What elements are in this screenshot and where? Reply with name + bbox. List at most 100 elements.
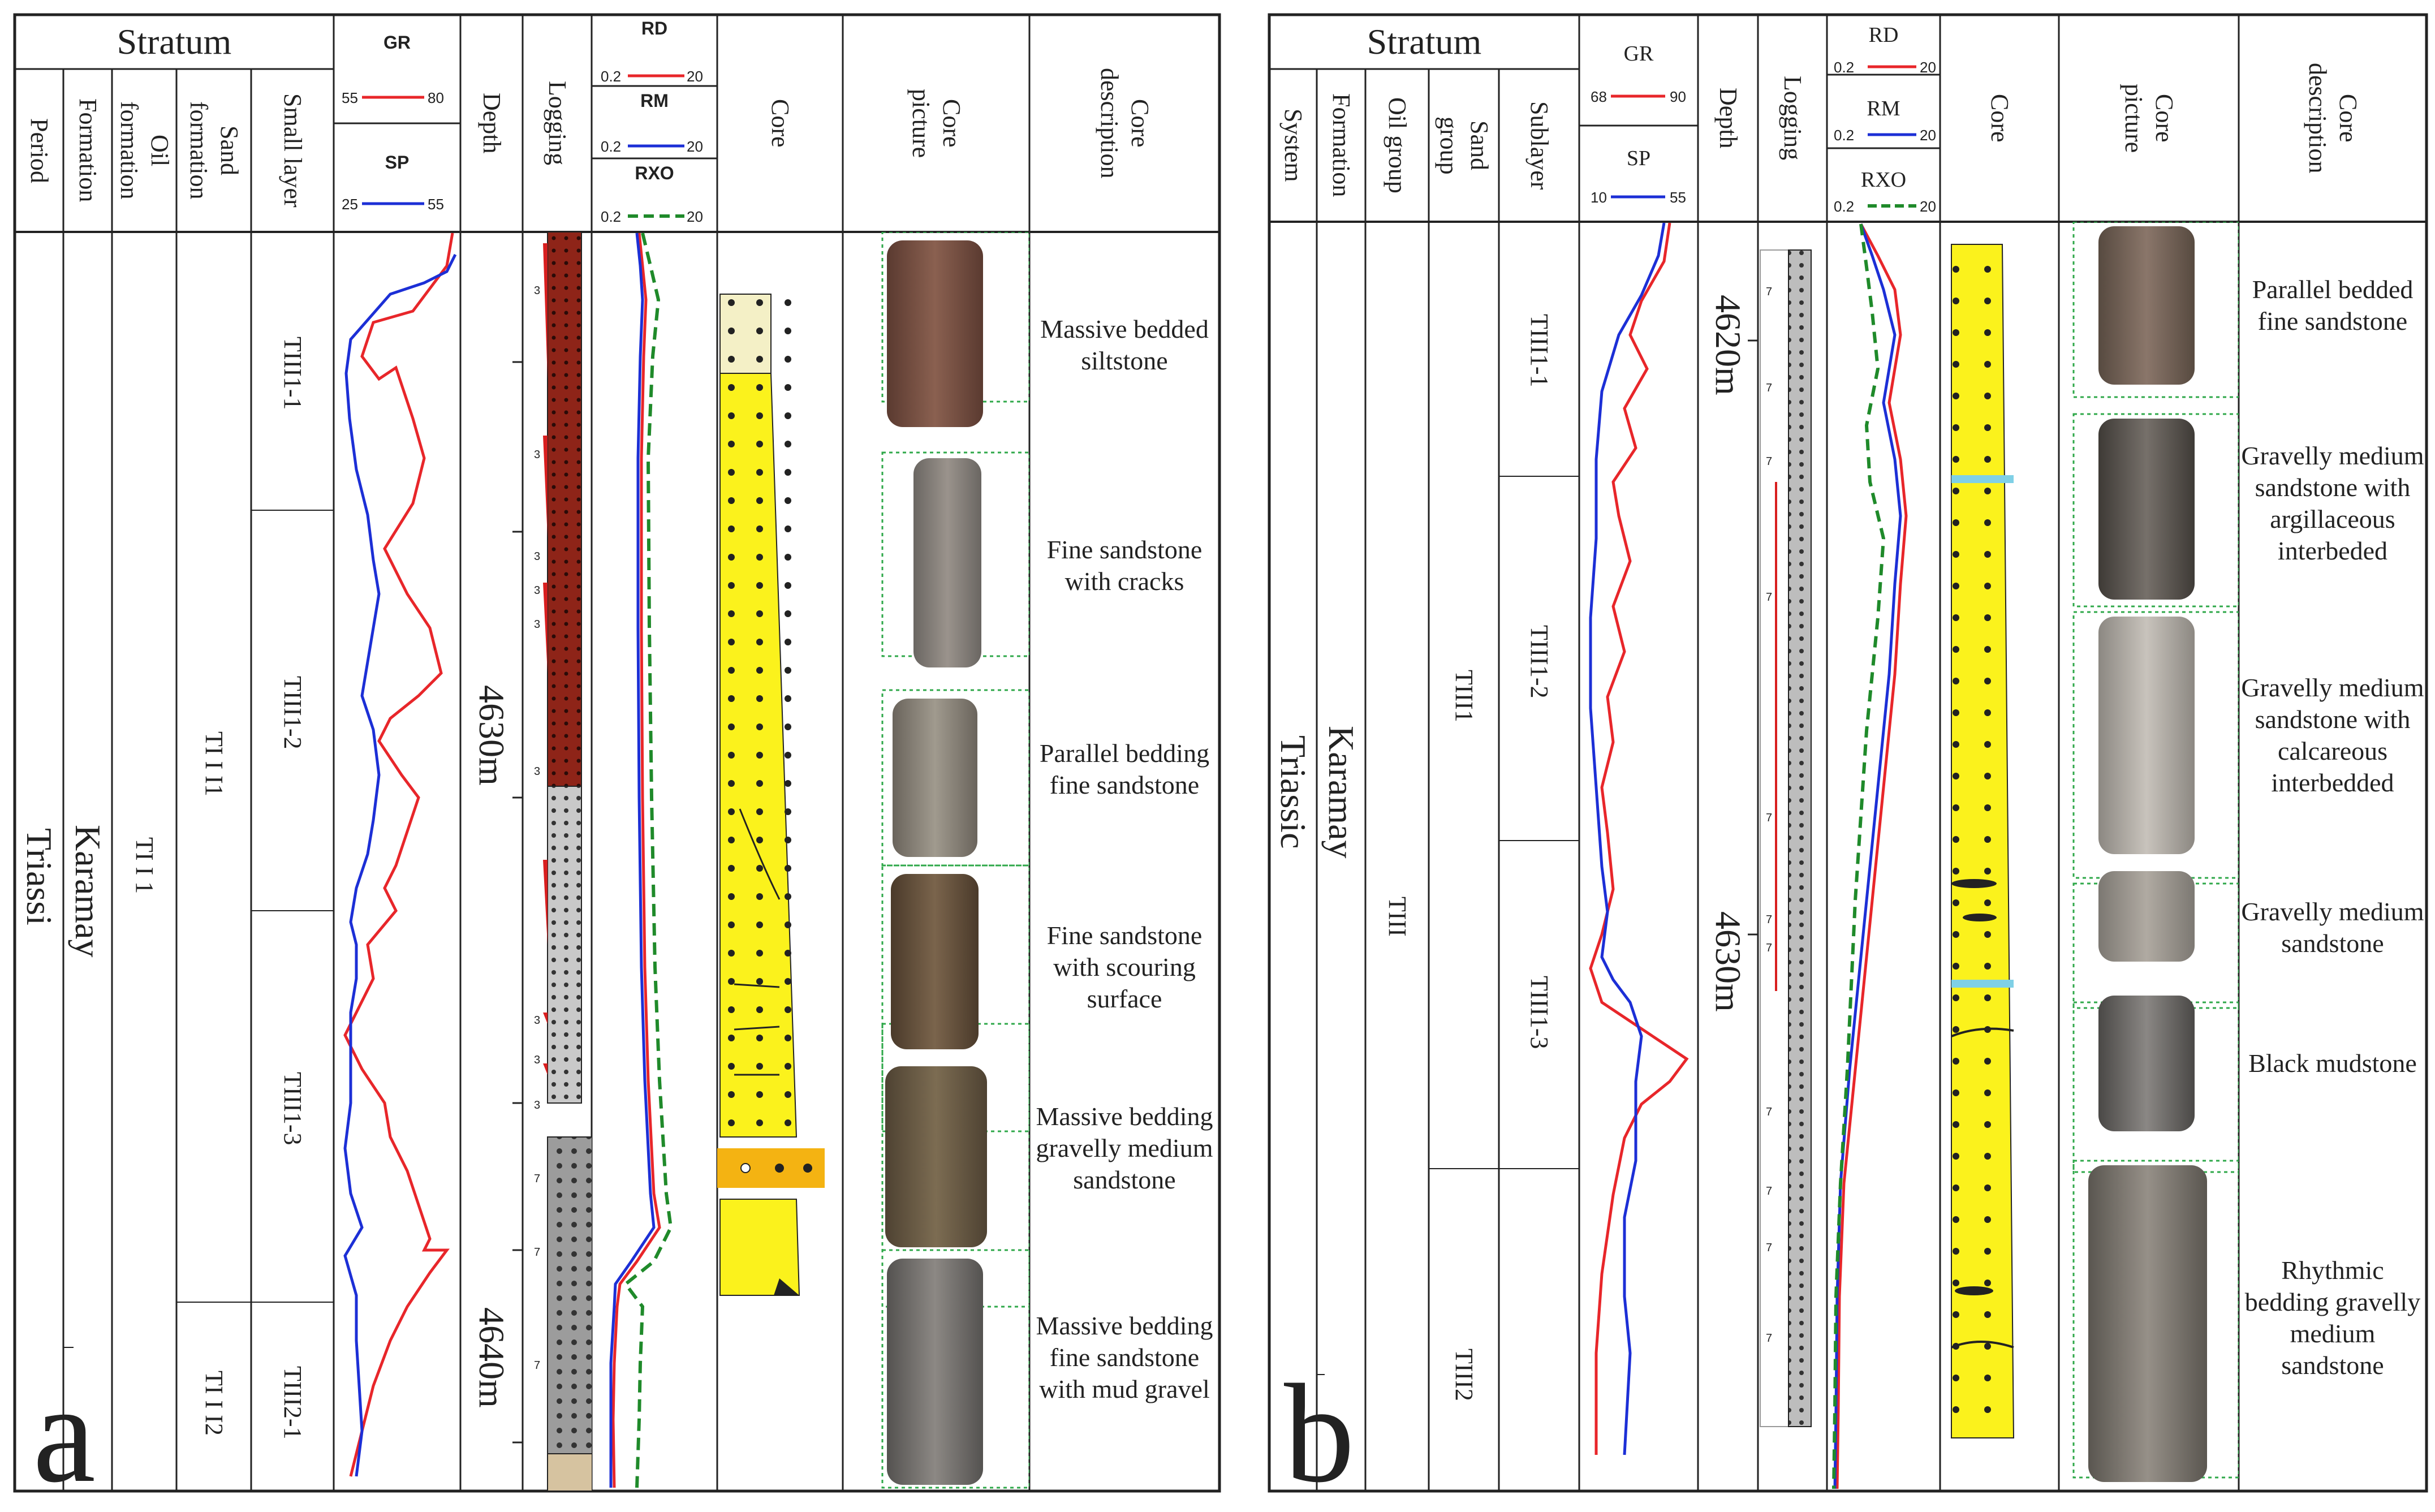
svg-text:7: 7 <box>1766 1185 1772 1197</box>
sublayer-2: TIII1-2 <box>1525 625 1553 699</box>
svg-text:3: 3 <box>534 1054 540 1066</box>
rxo-max-b: 20 <box>1920 198 1936 215</box>
svg-text:7: 7 <box>1766 1332 1772 1345</box>
gr-max-b: 90 <box>1670 88 1686 105</box>
desc-b-4: Gravelly medium sandstone <box>2241 897 2424 958</box>
depth-label-b-2: 4630m <box>1708 911 1748 1012</box>
small-layer-header: Small layer <box>279 93 307 208</box>
gr-min: 55 <box>342 89 358 106</box>
panel-letter-a: a <box>33 1355 96 1512</box>
svg-text:7: 7 <box>1766 812 1772 824</box>
small-layer-4: TIII2-1 <box>279 1366 307 1440</box>
sp-max: 55 <box>428 196 444 213</box>
svg-text:3: 3 <box>534 618 540 631</box>
period-value: Triassi <box>19 828 59 925</box>
period-header: Period <box>25 118 53 183</box>
core-photo-1 <box>887 240 983 427</box>
sp-min-b: 10 <box>1591 189 1607 206</box>
rm-min: 0.2 <box>601 138 622 155</box>
sand-group-header: Sand group <box>1435 116 1493 175</box>
rxo-legend-label-b: RXO <box>1860 168 1907 192</box>
logging-header: Logging <box>544 81 571 166</box>
depth-ticks <box>512 361 523 1444</box>
rd-legend-label: RD <box>641 18 668 38</box>
core-header: Core <box>766 99 794 148</box>
sublayer-header: Sublayer <box>1525 101 1553 190</box>
core-photo-b-3 <box>2098 617 2195 854</box>
panel-a: Stratum Period Formation Oil formation S… <box>13 13 1221 1505</box>
stratum-header-b: Stratum <box>1367 21 1482 62</box>
depth-label-2: 4640m <box>472 1307 512 1408</box>
rm-legend-label: RM <box>640 90 669 111</box>
sp-curve-b <box>1589 222 1666 1455</box>
system-value: Triassic <box>1273 735 1313 849</box>
stratum-header: Stratum <box>117 21 232 62</box>
svg-text:7: 7 <box>1766 914 1772 926</box>
gr-legend-label: GR <box>383 32 411 53</box>
svg-text:3: 3 <box>534 285 540 297</box>
core-photo-b-1 <box>2098 226 2195 385</box>
gr-sp-track <box>343 232 457 1477</box>
rm-legend-line <box>628 144 684 148</box>
desc-b-6: Rhythmic bedding gravelly medium sandsto… <box>2244 1256 2421 1380</box>
oil-group-header: Oil group <box>1384 97 1411 193</box>
system-header: System <box>1279 109 1307 182</box>
sp-legend-label-b: SP <box>1626 147 1651 170</box>
svg-text:7: 7 <box>534 1246 540 1259</box>
rxo-legend-line-b <box>1868 204 1916 208</box>
core-description-header: Core description <box>1096 68 1154 179</box>
rd-legend-line <box>628 74 684 77</box>
small-layer-3: TIII1-3 <box>279 1072 307 1145</box>
desc-a-6: Massive bedding fine sandstone with mud … <box>1036 1311 1213 1403</box>
rxo-legend-label: RXO <box>635 162 674 183</box>
core-photo-4 <box>891 874 979 1049</box>
sand-value-2: TI I I2 <box>200 1370 228 1436</box>
depth-ticks-b <box>1748 339 1758 936</box>
formation-value-b: Karamay <box>1321 725 1361 859</box>
rm-min-b: 0.2 <box>1834 127 1855 144</box>
rd-curve <box>611 232 661 1488</box>
desc-a-3: Parallel bedding fine sandstone <box>1039 739 1210 799</box>
desc-a-1: Massive bedded siltstone <box>1040 315 1209 375</box>
formation-value: Karamay <box>68 824 108 958</box>
core-photo-b-5 <box>2098 996 2195 1131</box>
svg-text:3: 3 <box>534 449 540 461</box>
rxo-min-b: 0.2 <box>1834 198 1855 215</box>
formation-header: Formation <box>74 98 102 203</box>
desc-a-2: Fine sandstone with cracks <box>1046 535 1203 596</box>
rm-legend-label-b: RM <box>1867 97 1900 120</box>
gr-sp-track-b <box>1589 222 1689 1455</box>
svg-text:7: 7 <box>1766 1242 1772 1254</box>
svg-text:7: 7 <box>534 1173 540 1185</box>
desc-b-2: Gravelly medium sandstone with argillace… <box>2241 441 2424 565</box>
rd-legend-label-b: RD <box>1868 23 1899 47</box>
desc-a-5: Massive bedding gravelly medium sandston… <box>1036 1102 1213 1194</box>
depth-header: Depth <box>478 93 506 154</box>
sp-curve <box>343 253 457 1477</box>
rxo-min: 0.2 <box>601 208 622 225</box>
core-photo-6 <box>887 1259 983 1485</box>
core-picture-header: Core picture <box>907 88 966 158</box>
sand-value-1: TI I I1 <box>200 731 228 796</box>
rxo-curve <box>623 232 673 1488</box>
svg-text:3: 3 <box>534 765 540 778</box>
rm-curve <box>609 232 656 1488</box>
logging-header-b: Logging <box>1779 76 1807 161</box>
rd-min: 0.2 <box>601 68 622 85</box>
sp-max-b: 55 <box>1670 189 1686 206</box>
sp-legend-line-b <box>1611 195 1665 199</box>
rd-min-b: 0.2 <box>1834 59 1855 76</box>
gr-curve-b <box>1589 222 1689 1455</box>
rm-max-b: 20 <box>1920 127 1936 144</box>
gr-legend-line <box>362 96 424 99</box>
rd-max-b: 20 <box>1920 59 1936 76</box>
svg-text:3: 3 <box>534 550 540 563</box>
core-photo-5 <box>885 1066 987 1247</box>
svg-text:3: 3 <box>534 584 540 597</box>
depth-label-b-1: 4620m <box>1708 295 1748 395</box>
svg-text:3: 3 <box>534 1099 540 1112</box>
rm-legend-line-b <box>1868 133 1916 136</box>
desc-b-5: Black mudstone <box>2248 1049 2417 1078</box>
resistivity-track <box>609 232 673 1488</box>
panel-letter-b: b <box>1284 1355 1355 1512</box>
